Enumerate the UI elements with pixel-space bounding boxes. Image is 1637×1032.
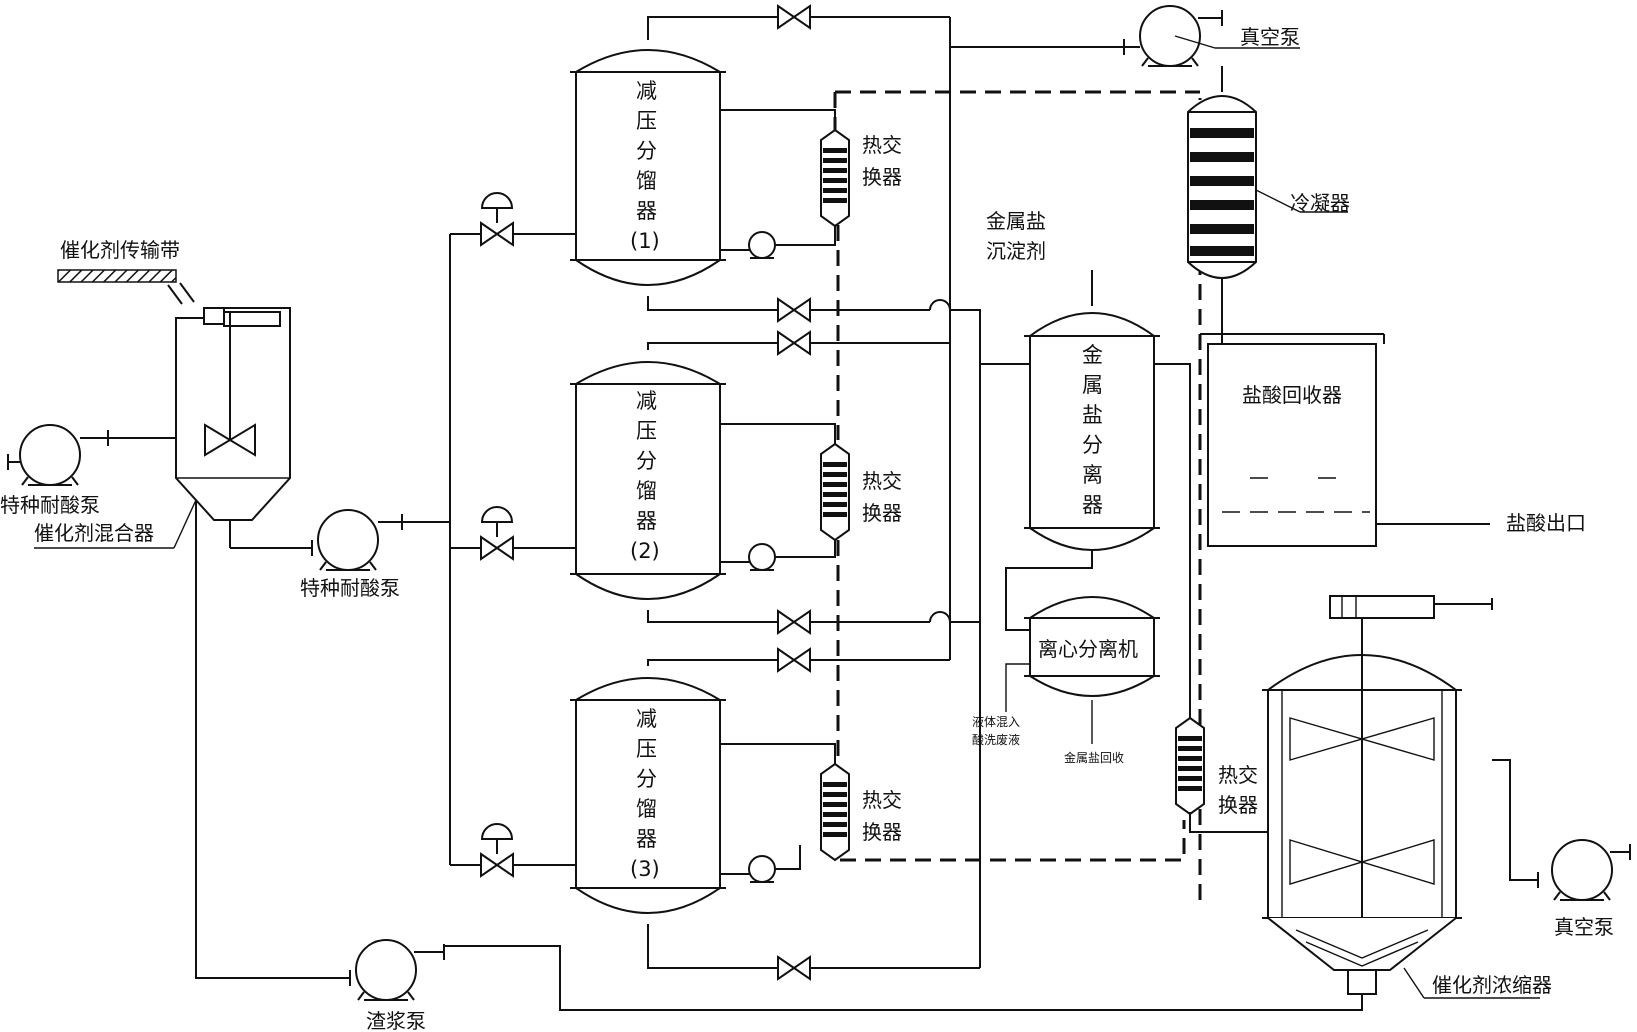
svg-text:热交: 热交 [1218, 763, 1258, 787]
slurry-pump [195, 500, 1363, 1011]
svg-text:器: 器 [1082, 493, 1103, 517]
vacuum-pump-right [1492, 759, 1631, 901]
catalyst-mixer-label: 催化剂混合器 [34, 521, 154, 545]
svg-text:换器: 换器 [862, 501, 902, 525]
heat-exchanger-2 [820, 443, 850, 541]
heat-exchanger-3 [820, 763, 850, 861]
svg-text:压: 压 [636, 737, 657, 761]
svg-text:器: 器 [636, 509, 657, 533]
hcl-recovery-label: 盐酸回收器 [1242, 383, 1342, 407]
svg-text:热交: 热交 [862, 133, 902, 157]
column-1-label: 减 压 分 馏 器 (1) [630, 79, 660, 253]
condenser-label: 冷凝器 [1290, 191, 1350, 215]
vacuum-pump-top-label: 真空泵 [1240, 25, 1300, 49]
svg-text:(2): (2) [630, 539, 660, 563]
svg-text:馏: 馏 [636, 797, 657, 821]
recirc-pump-3 [720, 743, 836, 883]
recirc-pump-2 [720, 423, 836, 571]
hx-3-label: 热交 换器 [862, 788, 902, 844]
svg-text:热交: 热交 [862, 469, 902, 493]
hcl-outlet-label: 盐酸出口 [1506, 511, 1586, 535]
slurry-pump-label: 渣浆泵 [366, 1009, 426, 1032]
svg-text:馏: 馏 [636, 169, 657, 193]
centrifuge-label: 离心分离机 [1038, 637, 1138, 661]
svg-text:分: 分 [636, 449, 657, 473]
metal-salt-separator-label: 金 属 盐 分 离 器 [1082, 343, 1103, 517]
svg-text:换器: 换器 [862, 820, 902, 844]
heat-exchanger-1 [820, 129, 850, 227]
hcl-recovery-vessel [1199, 333, 1490, 547]
svg-text:减: 减 [636, 389, 657, 413]
bottoms-lines [647, 296, 1030, 980]
svg-text:(3): (3) [630, 857, 660, 881]
liquid-mix-label-2: 酸洗废液 [972, 732, 1020, 747]
vacuum-column-2 [570, 361, 726, 600]
svg-text:器: 器 [636, 199, 657, 223]
column-2-label: 减 压 分 馏 器 (2) [630, 389, 660, 563]
vacuum-column-1 [570, 49, 726, 286]
svg-text:压: 压 [636, 419, 657, 443]
svg-text:金: 金 [1082, 343, 1103, 367]
centrifuge [1005, 550, 1160, 744]
control-valve-1 [450, 192, 576, 246]
special-acid-pump-mid [230, 509, 450, 571]
precipitant-label-2: 沉淀剂 [986, 239, 1046, 263]
vacuum-pump-right-label: 真空泵 [1554, 915, 1614, 939]
liquid-mix-label-1: 液体混入 [972, 714, 1020, 729]
precipitant-label-1: 金属盐 [986, 209, 1046, 233]
svg-text:换器: 换器 [1218, 793, 1258, 817]
svg-text:压: 压 [636, 109, 657, 133]
catalyst-mixer [175, 307, 291, 548]
hx-4-label: 热交 换器 [1218, 763, 1258, 817]
svg-text:分: 分 [1082, 433, 1103, 457]
vacuum-column-3 [570, 677, 726, 914]
svg-text:分: 分 [636, 767, 657, 791]
svg-text:分: 分 [636, 139, 657, 163]
heat-exchanger-4 [1175, 717, 1205, 815]
svg-text:换器: 换器 [862, 165, 902, 189]
hx-1-label: 热交 换器 [862, 133, 902, 189]
hx-2-label: 热交 换器 [862, 469, 902, 525]
metal-salt-recovery-label: 金属盐回收 [1064, 750, 1124, 765]
metal-salt-separator [1024, 312, 1191, 724]
svg-text:属: 属 [1082, 373, 1103, 397]
vapor-lines [647, 5, 1140, 672]
special-acid-pump-mid-label: 特种耐酸泵 [300, 576, 400, 600]
svg-text:器: 器 [636, 827, 657, 851]
svg-text:(1): (1) [630, 229, 660, 253]
special-acid-pump-left [7, 424, 176, 486]
svg-text:盐: 盐 [1082, 403, 1103, 427]
catalyst-concentrator [1262, 595, 1493, 995]
column-3-label: 减 压 分 馏 器 (3) [630, 707, 660, 881]
svg-text:减: 减 [636, 707, 657, 731]
control-valve-2 [450, 506, 576, 560]
vacuum-pump-top [1123, 5, 1300, 92]
special-acid-pump-left-label: 特种耐酸泵 [0, 493, 100, 517]
svg-text:馏: 馏 [636, 479, 657, 503]
condenser [1187, 95, 1348, 509]
svg-text:离: 离 [1082, 463, 1103, 487]
catalyst-conveyor-label: 催化剂传输带 [60, 238, 180, 262]
svg-text:热交: 热交 [862, 788, 902, 812]
svg-text:减: 减 [636, 79, 657, 103]
recirc-pump-1 [720, 109, 836, 259]
control-valve-3 [450, 823, 576, 877]
catalyst-concentrator-label: 催化剂浓缩器 [1432, 973, 1552, 997]
catalyst-conveyor [57, 269, 195, 305]
